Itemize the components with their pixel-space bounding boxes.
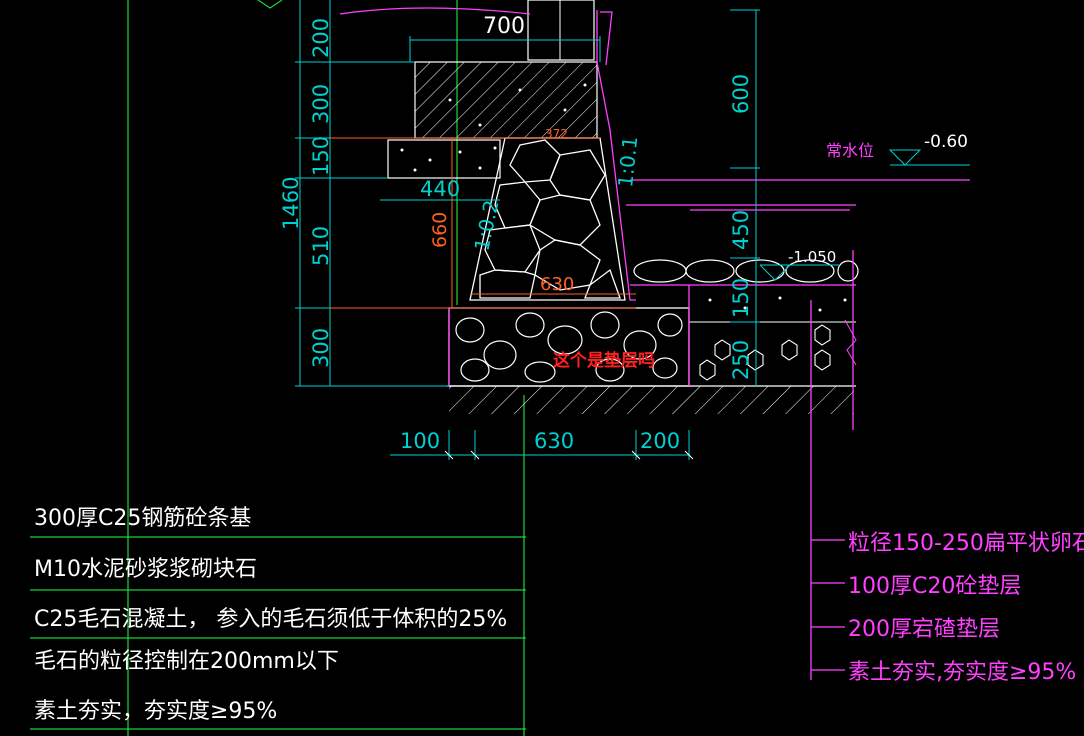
dim-630-bottom: 630 <box>534 429 574 453</box>
slope-right: 1:0.1 <box>613 135 642 189</box>
dim-510: 510 <box>309 226 333 266</box>
dim-630-top: 630 <box>540 274 574 295</box>
note-masonry: M10水泥砂浆浆砌块石 <box>34 557 257 582</box>
cyan-dimension-lines <box>295 0 970 460</box>
note-soil-compaction-left: 素土夯实，夯实度≥95% <box>34 699 277 724</box>
note-rubble-concrete: C25毛石混凝土， 参入的毛石须低于体积的25% <box>34 607 507 632</box>
right-layers <box>630 250 859 430</box>
note-c20-cushion: 100厚C20砼垫层 <box>848 574 1021 599</box>
dim-300-left-top: 300 <box>309 84 333 124</box>
dim-200-bottom: 200 <box>640 429 680 453</box>
dim-440: 440 <box>420 177 460 201</box>
note-rubble-size: 毛石的粒径控制在200mm以下 <box>34 649 339 674</box>
dim-600-right: 600 <box>729 74 753 114</box>
reference-lines <box>127 0 525 736</box>
note-strip-footing: 300厚C25钢筋砼条基 <box>34 506 251 531</box>
dim-372: 372 <box>545 127 568 141</box>
slope-left: 1:0.2 <box>469 198 503 253</box>
note-ballast-cushion: 200厚宕碴垫层 <box>848 617 1000 642</box>
bottom-dimension-marks <box>444 450 694 460</box>
water-level-elevation: -0.60 <box>924 132 968 152</box>
note-soil-compaction-right: 素土夯实,夯实度≥95% <box>848 660 1076 685</box>
dim-700: 700 <box>483 14 525 39</box>
right-notes: 粒径150-250扁平状卵石 100厚C20砼垫层 200厚宕碴垫层 素土夯实,… <box>811 531 1084 685</box>
magenta-outlines <box>448 10 970 680</box>
note-pebbles: 粒径150-250扁平状卵石 <box>848 531 1084 556</box>
water-level-label: 常水位 <box>826 141 874 160</box>
orange-dimension-lines <box>330 137 636 309</box>
upper-wall <box>257 0 595 61</box>
dim-200-left: 200 <box>309 18 333 58</box>
concrete-footing <box>387 61 598 179</box>
masonry-wall <box>469 137 626 301</box>
dim-300-left-bottom: 300 <box>309 328 333 368</box>
dim-150-left: 150 <box>309 136 333 176</box>
dim-100-bottom: 100 <box>400 429 440 453</box>
dim-660: 660 <box>429 212 451 248</box>
dim-1460: 1460 <box>279 177 303 230</box>
dim-150-right: 150 <box>729 278 753 318</box>
dim-450-right: 450 <box>729 210 753 250</box>
ground-elevation: -1.050 <box>788 248 836 266</box>
left-notes: 300厚C25钢筋砼条基 M10水泥砂浆浆砌块石 C25毛石混凝土， 参入的毛石… <box>30 506 526 730</box>
annotation-cushion-question: 这个是垫层吗 <box>553 350 655 371</box>
dim-250-right: 250 <box>729 340 753 380</box>
